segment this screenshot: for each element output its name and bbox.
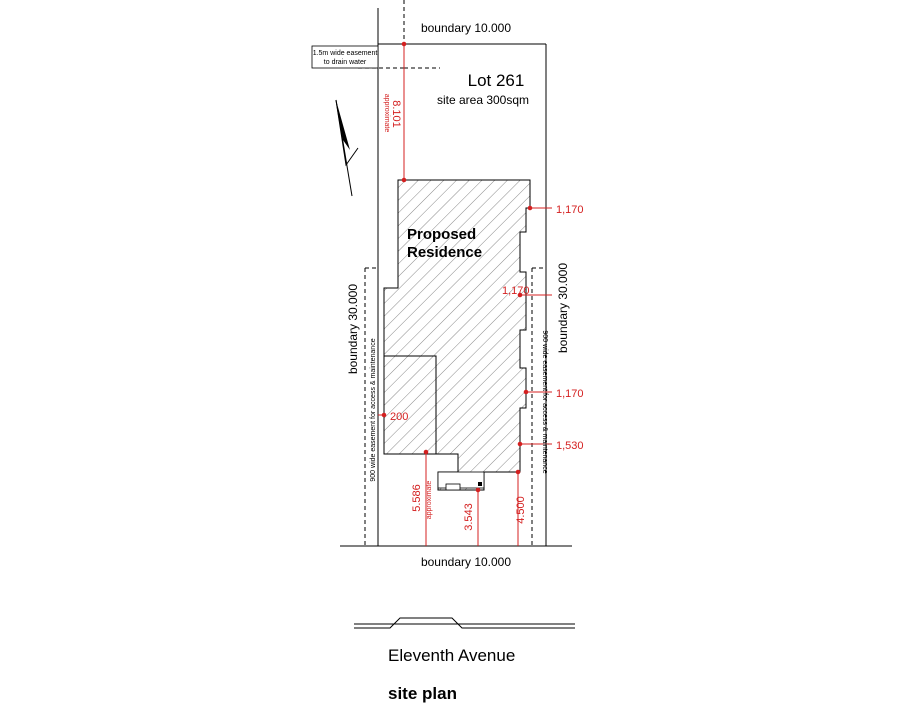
right-dim-3: 1,170	[556, 388, 584, 400]
drain-easement-line1: 1.5m wide easement	[313, 50, 378, 57]
front-setback-note: approximate	[383, 94, 390, 133]
drawing-title: site plan	[388, 684, 457, 703]
left-side-dim: 200	[390, 411, 408, 423]
boundary-left-label: boundary 30.000	[346, 284, 360, 374]
front-setback-dim: 8.101	[390, 100, 402, 128]
street-kerb	[354, 617, 575, 629]
left-easement-label: 900 wide easement for access & maintenan…	[370, 338, 377, 481]
proposed-residence-footprint	[383, 179, 531, 491]
drain-easement-label-box	[311, 45, 379, 69]
rear-dim-2: 3.543	[463, 503, 475, 531]
right-dim-4: 1,530	[556, 440, 584, 452]
rear-dim-3: 4.500	[515, 496, 527, 524]
boundary-right-label: boundary 30.000	[556, 263, 570, 353]
building-label-line1: Proposed	[407, 226, 476, 243]
boundary-bottom-label: boundary 10.000	[421, 555, 511, 569]
north-arrow-icon	[335, 99, 359, 197]
right-dim-2: 1,170	[502, 285, 530, 297]
building-label-line2: Residence	[407, 244, 482, 261]
dimension-lines	[378, 41, 552, 546]
lot-area: site area 300sqm	[437, 93, 529, 107]
right-dim-1: 1,170	[556, 204, 584, 216]
rear-dim-1-note: approximate	[426, 481, 433, 520]
rear-dim-1: 5.586	[411, 484, 423, 512]
lot-name: Lot 261	[468, 71, 525, 90]
street-name: Eleventh Avenue	[388, 646, 516, 665]
drain-easement-line2: to drain water	[324, 59, 367, 66]
boundary-top-label: boundary 10.000	[421, 21, 511, 35]
right-easement-label: 900 wide easement for access & maintenan…	[541, 330, 548, 473]
